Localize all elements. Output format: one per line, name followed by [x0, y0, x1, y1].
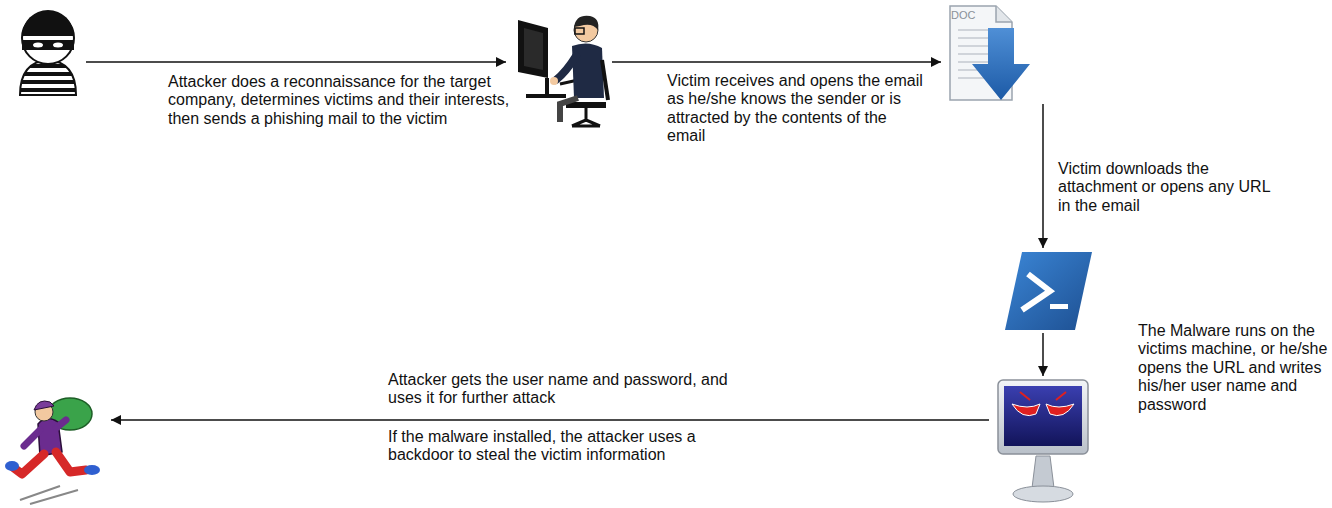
document-node: DOC	[945, 4, 1032, 102]
monitor-node	[995, 378, 1091, 505]
thief-icon	[5, 398, 100, 504]
flow-arrow	[1042, 104, 1044, 248]
flow-arrow	[612, 61, 941, 63]
document-icon	[950, 6, 1030, 100]
attacker-node	[18, 10, 80, 96]
step-description: Victim downloads the attachment or opens…	[1058, 160, 1276, 215]
step-description: Victim receives and opens the email as h…	[667, 72, 929, 146]
thief-node	[5, 396, 105, 506]
step-description: If the malware installed, the attacker u…	[388, 428, 748, 465]
powershell-node	[1003, 250, 1094, 331]
flow-arrow	[111, 419, 989, 421]
step-description: The Malware runs on the victims machine,…	[1138, 322, 1328, 414]
victim-node	[510, 8, 608, 128]
icon-caption: DOC	[951, 10, 975, 21]
attacker-icon	[20, 10, 76, 95]
step-description: Attacker does a reconnaissance for the t…	[168, 73, 513, 128]
flow-arrow	[86, 61, 506, 63]
step-description: Attacker gets the user name and password…	[388, 371, 748, 408]
infected-monitor-icon	[998, 380, 1088, 502]
powershell-icon	[1005, 252, 1092, 330]
victim-icon	[518, 16, 608, 126]
flow-arrow	[1042, 333, 1044, 376]
